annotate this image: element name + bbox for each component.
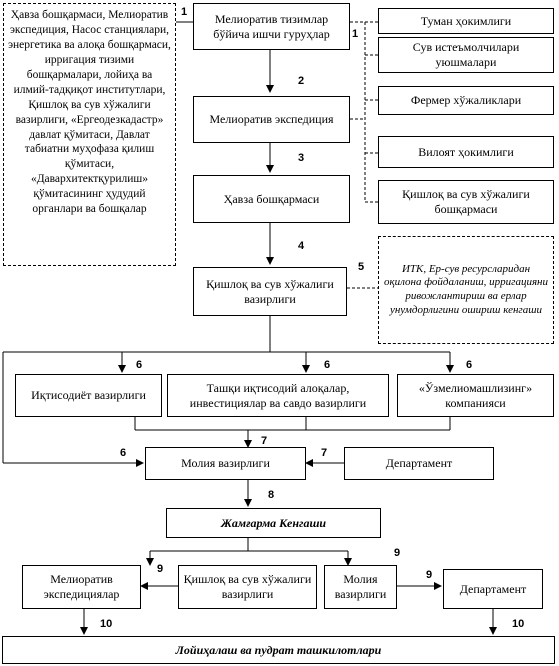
step-number: 5 — [358, 261, 365, 273]
department-2-box: Департамент — [443, 569, 543, 609]
department-label: Департамент — [385, 456, 453, 470]
melioration-expeditions-label: Мелиоратив экспедициялар — [43, 572, 120, 601]
basin-administration-label: Ҳавза бошқармаси — [223, 191, 320, 206]
foreign-economic-ministry-box: Ташқи иқтисодий алоқалар, инвестициялар … — [167, 374, 389, 417]
agriculture-ministry-box: Қишлоқ ва сув хўжалиги вазирлиги — [193, 267, 347, 316]
department-2-label: Департамент — [459, 581, 527, 596]
uzmeliomash-label: «Ўзмелиомашлизинг» компанияси — [418, 380, 533, 410]
melioration-expedition-box: Мелиоратив экспедиция — [193, 96, 350, 143]
step-number: 7 — [321, 447, 328, 459]
step-number: 3 — [298, 152, 305, 164]
regional-organizations-text: Ҳавза бошқармаси, Мелиоратив экспедиция,… — [8, 9, 171, 216]
design-contract-orgs-label: Лойиҳалаш ва пудрат ташкилотлари — [175, 642, 382, 657]
step-number: 8 — [268, 489, 275, 501]
regional-administration-box: Вилоят ҳокимлиги — [378, 136, 554, 168]
fund-council-label: Жамғарма Кенгаши — [220, 515, 327, 530]
regional-administration-label: Вилоят ҳокимлиги — [418, 144, 514, 159]
step-number: 9 — [426, 569, 433, 581]
design-contract-orgs-box: Лойиҳалаш ва пудрат ташкилотлари — [2, 636, 555, 664]
agriculture-department-label: Қишлоқ ва сув хўжалиги бошқармаси — [402, 187, 530, 216]
step-number: 6 — [324, 359, 331, 371]
step-number: 6 — [136, 359, 143, 371]
melioration-expedition-label: Мелиоратив экспедиция — [209, 112, 334, 126]
agriculture-ministry-2-box: Қишлоқ ва сув хўжалиги вазирлиги — [178, 565, 317, 609]
step-number: 10 — [512, 618, 525, 630]
agriculture-department-box: Қишлоқ ва сув хўжалиги бошқармаси — [378, 180, 554, 224]
step-number: 2 — [298, 75, 305, 87]
finance-ministry-label: Молия вазирлиги — [181, 456, 270, 470]
step-number: 7 — [261, 435, 268, 447]
basin-administration-box: Ҳавза бошқармаси — [193, 175, 350, 223]
finance-ministry-2-box: Молия вазирлиги — [324, 565, 397, 609]
step-number: 10 — [100, 618, 113, 630]
step-number: 1 — [352, 28, 359, 40]
water-users-label: Сув истеъмолчилари уюшмалари — [412, 40, 520, 69]
department-box: Департамент — [344, 447, 494, 480]
finance-ministry-box: Молия вазирлиги — [145, 447, 306, 480]
agriculture-ministry-label: Қишлоқ ва сув хўжалиги вазирлиги — [206, 276, 334, 306]
water-users-box: Сув истеъмолчилари уюшмалари — [378, 37, 554, 73]
working-groups-label: Мелиоратив тизимлар бўйича ишчи гуруҳлар — [213, 11, 330, 41]
fund-council-box: Жамғарма Кенгаши — [166, 508, 381, 538]
itk-council-box: ИТК, Ер-сув ресурсларидан оқилона фойдал… — [378, 236, 554, 344]
farmers-label: Фермер хўжаликлари — [410, 93, 522, 107]
regional-organizations-box: Ҳавза бошқармаси, Мелиоратив экспедиция,… — [3, 3, 176, 266]
finance-ministry-2-label: Молия вазирлиги — [334, 572, 387, 601]
economy-ministry-label: Иқтисодиёт вазирлиги — [31, 388, 146, 402]
uzmeliomash-box: «Ўзмелиомашлизинг» компанияси — [397, 374, 554, 417]
step-number: 1 — [181, 6, 188, 18]
foreign-economic-ministry-label: Ташқи иқтисодий алоқалар, инвестициялар … — [189, 380, 367, 410]
step-number: 6 — [120, 447, 127, 459]
district-administration-label: Туман ҳокимлиги — [420, 13, 512, 28]
step-number: 4 — [298, 240, 305, 252]
melioration-expeditions-box: Мелиоратив экспедициялар — [22, 565, 141, 609]
agriculture-ministry-2-label: Қишлоқ ва сув хўжалиги вазирлиги — [183, 572, 312, 601]
district-administration-box: Туман ҳокимлиги — [378, 8, 554, 34]
step-number: 9 — [157, 563, 164, 575]
step-number: 9 — [394, 547, 401, 559]
economy-ministry-box: Иқтисодиёт вазирлиги — [15, 374, 162, 417]
working-groups-box: Мелиоратив тизимлар бўйича ишчи гуруҳлар — [193, 3, 350, 50]
step-number: 6 — [466, 359, 473, 371]
farmers-box: Фермер хўжаликлари — [378, 86, 554, 115]
itk-council-label: ИТК, Ер-сув ресурсларидан оқилона фойдал… — [383, 262, 549, 316]
